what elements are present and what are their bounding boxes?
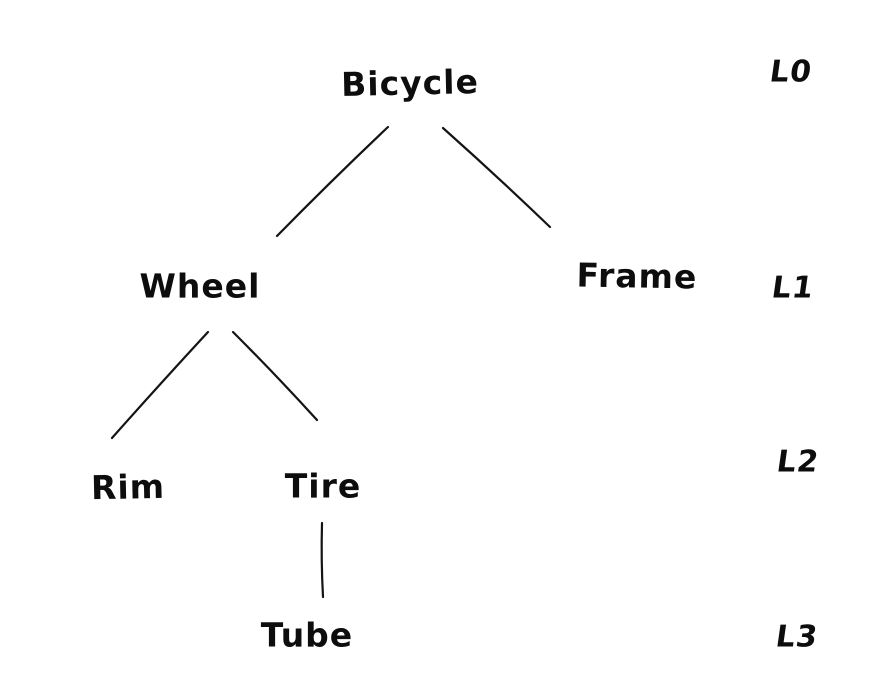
- level-label-l3: L3: [773, 619, 821, 655]
- level-label-l2: L2: [774, 444, 822, 480]
- edge-wheel-rim: [110, 330, 210, 440]
- level-label-l0: L0: [767, 54, 815, 90]
- edge-tire-tube: [320, 521, 325, 599]
- edge-bicycle-wheel: [275, 125, 390, 238]
- edge-wheel-tire: [231, 330, 319, 422]
- tree-node-rim: Rim: [90, 466, 166, 508]
- level-label-l1: L1: [769, 270, 817, 306]
- edge-bicycle-frame: [441, 126, 552, 229]
- tree-node-wheel: Wheel: [139, 266, 261, 306]
- tree-node-bicycle: Bicycle: [340, 62, 480, 104]
- tree-node-tire: Tire: [284, 466, 362, 506]
- tree-node-frame: Frame: [576, 255, 698, 297]
- tree-node-tube: Tube: [260, 615, 354, 655]
